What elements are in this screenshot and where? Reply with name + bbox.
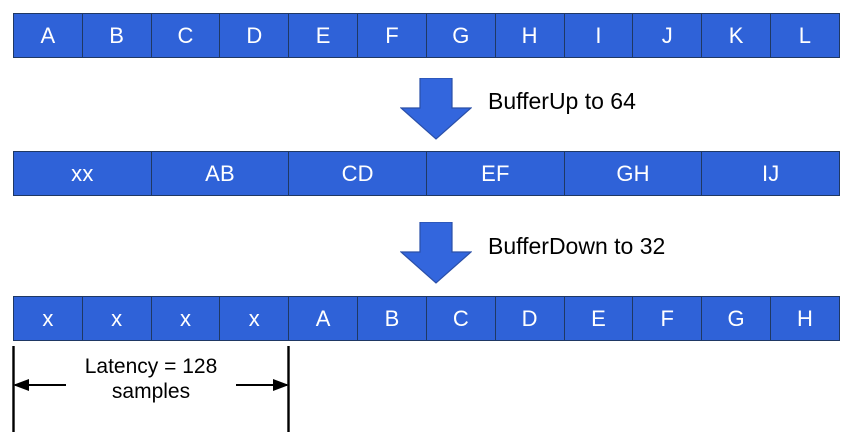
buffer-cell: F xyxy=(358,14,427,57)
buffer-cell: J xyxy=(633,14,703,57)
buffer-cell: x xyxy=(82,297,152,340)
bufferup-step-label: BufferUp to 64 xyxy=(488,88,636,114)
down-arrow-icon xyxy=(400,222,472,284)
buffer-cell: xx xyxy=(14,152,152,195)
buffer-cell: H xyxy=(771,297,839,340)
buffer-cell: CD xyxy=(289,152,428,195)
buffer-cell: B xyxy=(82,14,152,57)
buffer-cell: D xyxy=(495,297,565,340)
latency-label-line2: samples xyxy=(111,380,191,403)
buffer-cell: E xyxy=(289,14,359,57)
buffer-cell: D xyxy=(220,14,290,57)
buffer-cell: F xyxy=(633,297,703,340)
buffer-cell: A xyxy=(14,14,83,57)
buffer-cell: G xyxy=(702,297,772,340)
buffer-cell: B xyxy=(358,297,427,340)
bufferup-row: xx AB CD EF GH IJ xyxy=(13,151,840,196)
buffer-cell: I xyxy=(564,14,634,57)
buffer-cell: AB xyxy=(151,152,290,195)
bufferdown-row: x x x x A B C D E F G H xyxy=(13,296,840,341)
buffer-cell: IJ xyxy=(702,152,840,195)
buffer-cell: x xyxy=(14,297,83,340)
bufferdown-step-label: BufferDown to 32 xyxy=(488,233,666,259)
buffer-cell: H xyxy=(495,14,565,57)
input-buffer-row: A B C D E F G H I J K L xyxy=(13,13,840,58)
buffer-cell: C xyxy=(151,14,221,57)
buffer-cell: GH xyxy=(564,152,703,195)
buffer-cell: E xyxy=(564,297,634,340)
buffer-cell: x xyxy=(151,297,221,340)
down-arrow-icon xyxy=(400,78,472,140)
latency-annotation: Latency = 128 samples xyxy=(0,344,400,434)
buffer-cell: x xyxy=(220,297,290,340)
buffer-cell: A xyxy=(289,297,359,340)
buffer-cell: EF xyxy=(427,152,565,195)
latency-dimension-icon xyxy=(12,346,290,432)
latency-label-line1: Latency = 128 xyxy=(84,355,218,378)
latency-label: Latency = 128 samples xyxy=(52,354,250,404)
buffer-cell: G xyxy=(426,14,496,57)
buffer-cell: C xyxy=(426,297,496,340)
buffer-cell: K xyxy=(702,14,772,57)
buffer-cell: L xyxy=(771,14,839,57)
